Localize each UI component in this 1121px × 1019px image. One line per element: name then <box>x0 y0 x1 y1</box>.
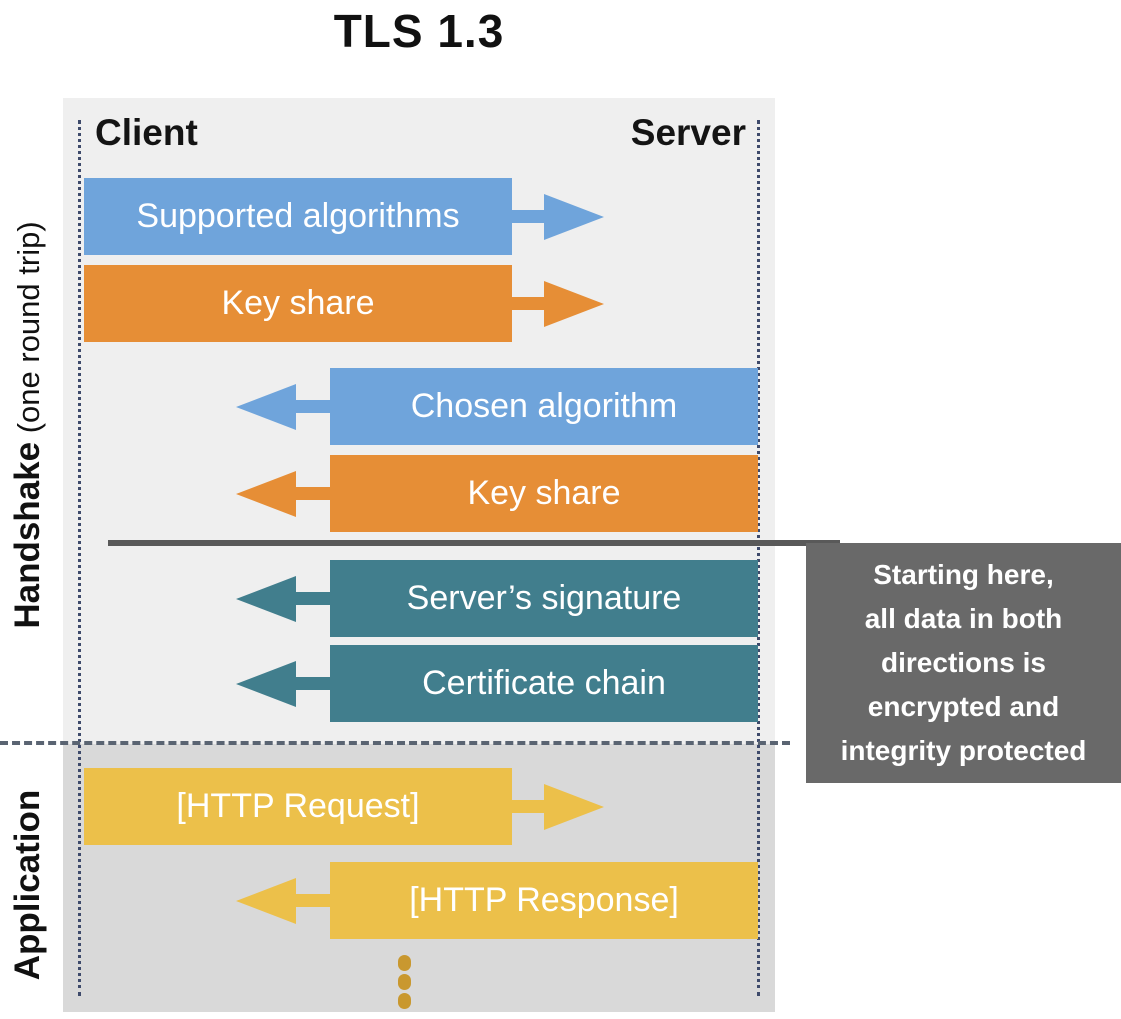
message-row-key-share: Key share <box>84 265 604 342</box>
arrowhead-right-icon <box>544 783 604 830</box>
client-lifeline <box>78 120 81 996</box>
ellipsis-dot <box>398 974 411 990</box>
ellipsis-dot <box>398 955 411 971</box>
callout-line: integrity protected <box>840 735 1087 766</box>
arrow-stem <box>296 677 330 690</box>
arrow-stem <box>296 592 330 605</box>
arrow-stem <box>512 210 544 223</box>
message-bar-label: Key share <box>84 265 512 342</box>
callout-line: encrypted and <box>867 691 1060 722</box>
encryption-callout: Starting here, all data in both directio… <box>806 543 1121 783</box>
handshake-section-label: Handshake (one round trip) <box>8 221 48 628</box>
arrow-stem <box>296 400 330 413</box>
arrow-stem <box>296 894 330 907</box>
encryption-boundary-line <box>108 540 840 546</box>
arrowhead-left-icon <box>236 660 296 707</box>
handshake-application-divider <box>0 741 790 745</box>
arrowhead-left-icon <box>236 877 296 924</box>
server-label: Server <box>630 112 746 153</box>
arrow-stem <box>296 487 330 500</box>
callout-line: all data in both <box>864 603 1063 634</box>
message-row-certificate-chain: Certificate chain <box>236 645 758 722</box>
ellipsis-dot <box>398 993 411 1009</box>
client-label: Client <box>95 112 198 153</box>
arrowhead-left-icon <box>236 470 296 517</box>
message-bar-label: [HTTP Response] <box>330 862 758 939</box>
arrow-stem <box>512 297 544 310</box>
arrowhead-right-icon <box>544 193 604 240</box>
arrowhead-left-icon <box>236 575 296 622</box>
message-bar-label: Certificate chain <box>330 645 758 722</box>
callout-line: Starting here, <box>873 559 1054 590</box>
message-bar-label: Key share <box>330 455 758 532</box>
server-lifeline <box>757 120 760 996</box>
message-row-server-s-signature: Server’s signature <box>236 560 758 637</box>
arrowhead-right-icon <box>544 280 604 327</box>
message-row-supported-algorithms: Supported algorithms <box>84 178 604 255</box>
callout-line: directions is <box>881 647 1046 678</box>
message-row-key-share: Key share <box>236 455 758 532</box>
message-bar-label: [HTTP Request] <box>84 768 512 845</box>
message-row-http-request: [HTTP Request] <box>84 768 604 845</box>
message-bar-label: Supported algorithms <box>84 178 512 255</box>
arrow-stem <box>512 800 544 813</box>
application-section-label: Application <box>8 789 47 981</box>
diagram-title: TLS 1.3 <box>333 5 505 57</box>
message-bar-label: Chosen algorithm <box>330 368 758 445</box>
handshake-label-bold: Handshake <box>8 441 47 629</box>
message-row-http-response: [HTTP Response] <box>236 862 758 939</box>
message-row-chosen-algorithm: Chosen algorithm <box>236 368 758 445</box>
arrowhead-left-icon <box>236 383 296 430</box>
handshake-label-normal: (one round trip) <box>11 221 46 442</box>
message-bar-label: Server’s signature <box>330 560 758 637</box>
